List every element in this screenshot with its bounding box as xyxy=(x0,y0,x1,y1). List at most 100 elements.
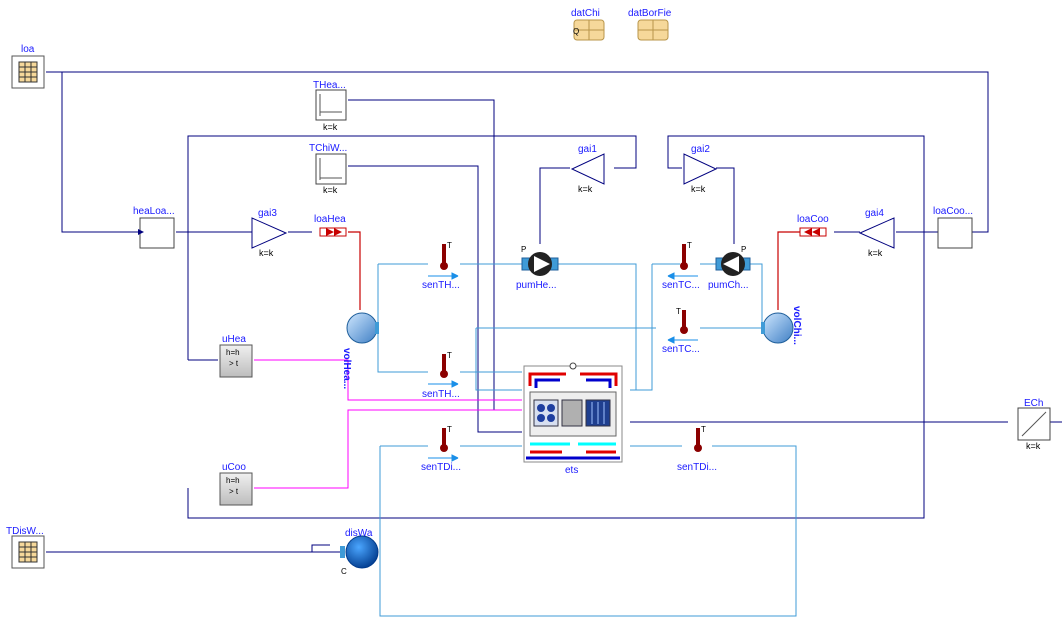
datBorFie-record[interactable]: datBorFie xyxy=(628,8,672,41)
volHea-volume[interactable]: volHea... xyxy=(341,312,379,389)
heat-arrow-icon xyxy=(334,228,342,236)
gain-triangle-icon xyxy=(683,153,718,185)
senTDi2-label: senTDi... xyxy=(677,462,717,473)
volume-icon xyxy=(346,312,378,344)
temperature-glyph: T xyxy=(447,425,452,434)
ets-block[interactable]: ets xyxy=(523,362,623,476)
thermometer-icon xyxy=(696,428,700,446)
datChi-label: datChi xyxy=(571,8,600,19)
gain-triangle-icon xyxy=(251,217,288,249)
uCoo-line2: > t xyxy=(229,487,239,496)
TChiW-param: k=k xyxy=(323,185,338,195)
heat-connections xyxy=(348,231,800,310)
chiller-icon xyxy=(561,399,583,427)
volHea-label: volHea... xyxy=(341,348,352,389)
gain-triangle-icon xyxy=(570,153,605,185)
TDisW-table[interactable]: TDisW... xyxy=(6,526,45,569)
TChiW-source[interactable]: TChiW... k=k xyxy=(309,143,347,195)
volChi-volume[interactable]: volChi... xyxy=(761,306,802,345)
disWa-label: disWa xyxy=(345,528,373,539)
uHea-hysteresis[interactable]: uHea h=h > t xyxy=(219,334,253,378)
senTDi1-label: senTDi... xyxy=(421,462,461,473)
senTH2-label: senTH... xyxy=(422,389,460,400)
volume-icon xyxy=(762,312,794,344)
thermometer-icon xyxy=(682,244,686,264)
pumHe-label: pumHe... xyxy=(516,280,557,291)
gai2-gain[interactable]: gai2 k=k xyxy=(683,144,718,194)
senTDi2-sensor[interactable]: T senTDi... xyxy=(677,425,717,473)
senTC2-label: senTC... xyxy=(662,344,700,355)
uHea-line2: > t xyxy=(229,359,239,368)
temperature-glyph: T xyxy=(676,307,681,316)
thermometer-icon xyxy=(442,428,446,446)
gai4-label: gai4 xyxy=(865,208,884,219)
datChi-record[interactable]: datChi Q xyxy=(571,8,605,41)
thermometer-icon xyxy=(682,310,686,328)
integrator-icon xyxy=(1021,411,1047,437)
power-glyph: P xyxy=(521,245,526,254)
disWa-volume[interactable]: disWa C xyxy=(340,528,379,576)
loa-label: loa xyxy=(21,44,35,55)
gai1-label: gai1 xyxy=(578,144,597,155)
ECh-block[interactable]: ECh k=k xyxy=(1017,398,1051,451)
THea-param: k=k xyxy=(323,122,338,132)
volume-icon xyxy=(345,535,379,569)
uCoo-label: uCoo xyxy=(222,462,246,473)
volChi-label: volChi... xyxy=(791,306,802,345)
uHea-line1: h=h xyxy=(226,348,240,357)
datBorFie-label: datBorFie xyxy=(628,8,672,19)
gai2-label: gai2 xyxy=(691,144,710,155)
fluid-connections xyxy=(377,263,797,617)
temperature-glyph: T xyxy=(447,241,452,250)
thermometer-icon xyxy=(442,354,446,372)
gai1-gain[interactable]: gai1 k=k xyxy=(570,144,605,194)
THea-label: THea... xyxy=(313,80,346,91)
ECh-param: k=k xyxy=(1026,441,1041,451)
pumCh-pump[interactable]: P pumCh... xyxy=(708,245,751,291)
senTDi1-sensor[interactable]: T senTDi... xyxy=(421,425,461,473)
boolean-connections xyxy=(254,359,522,489)
uCoo-line1: h=h xyxy=(226,476,240,485)
thermometer-icon xyxy=(442,244,446,264)
gai2-param: k=k xyxy=(691,184,706,194)
pumHe-pump[interactable]: P pumHe... xyxy=(516,245,559,291)
gai3-label: gai3 xyxy=(258,208,277,219)
loaCoo-ratio-label: loaCoo... xyxy=(933,206,973,217)
loaCoo-heatflow[interactable]: loaCoo xyxy=(797,214,829,237)
datChi-q-glyph: Q xyxy=(573,27,579,36)
ets-label: ets xyxy=(565,465,578,476)
temperature-glyph: T xyxy=(687,241,692,250)
c-glyph: C xyxy=(341,567,347,576)
TDisW-label: TDisW... xyxy=(6,526,44,537)
senTC2-sensor[interactable]: T senTC... xyxy=(662,307,700,355)
senTH1-label: senTH... xyxy=(422,280,460,291)
senTH2-sensor[interactable]: T senTH... xyxy=(422,351,460,400)
senTH1-sensor[interactable]: T senTH... xyxy=(422,241,460,291)
TChiW-label: TChiW... xyxy=(309,143,347,154)
gai1-param: k=k xyxy=(578,184,593,194)
gai3-param: k=k xyxy=(259,248,274,258)
gain-triangle-icon xyxy=(858,217,895,249)
ECh-label: ECh xyxy=(1024,398,1043,409)
gai3-gain[interactable]: gai3 k=k xyxy=(251,208,288,258)
uCoo-hysteresis[interactable]: uCoo h=h > t xyxy=(219,462,253,506)
heaLoa-block[interactable]: heaLoa... xyxy=(133,206,175,249)
heaLoa-label: heaLoa... xyxy=(133,206,175,217)
signal-connections xyxy=(46,71,1062,553)
uHea-label: uHea xyxy=(222,334,246,345)
pumCh-label: pumCh... xyxy=(708,280,749,291)
senTC1-sensor[interactable]: T senTC... xyxy=(662,241,700,291)
loaCoo-ratio-block[interactable]: loaCoo... xyxy=(933,206,973,249)
THea-source[interactable]: THea... k=k xyxy=(313,80,347,132)
senTC1-label: senTC... xyxy=(662,280,700,291)
loa-table[interactable]: loa xyxy=(11,44,45,89)
gai4-gain[interactable]: gai4 k=k xyxy=(858,208,895,258)
power-glyph: P xyxy=(741,245,746,254)
loaHea-heatflow[interactable]: loaHea xyxy=(314,214,347,237)
temperature-glyph: T xyxy=(447,351,452,360)
gai4-param: k=k xyxy=(868,248,883,258)
temperature-glyph: T xyxy=(701,425,706,434)
loaCoo-label: loaCoo xyxy=(797,214,829,225)
heat-exchanger-icon xyxy=(533,399,559,427)
